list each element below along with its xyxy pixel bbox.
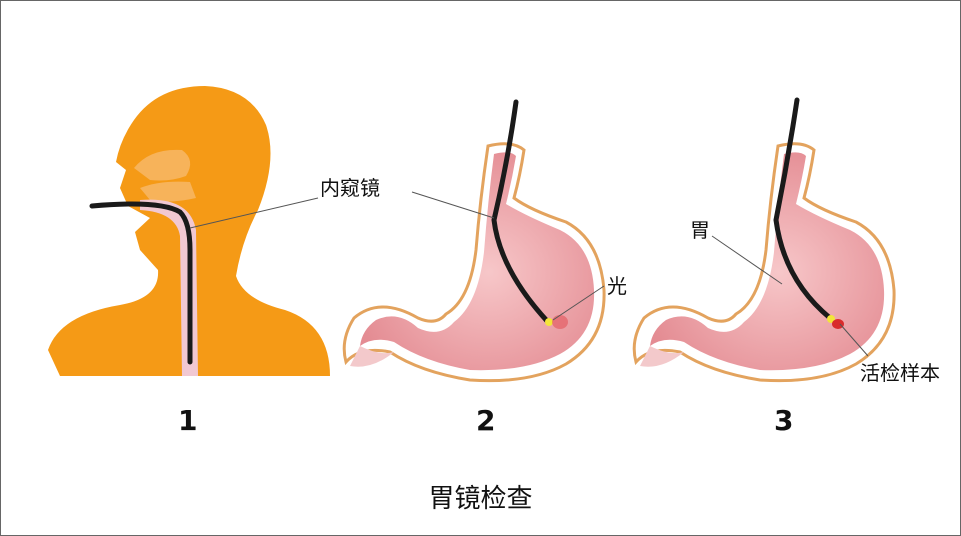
- light-spot: [545, 318, 553, 326]
- light-glow: [552, 315, 568, 329]
- stomach-3: [634, 144, 894, 381]
- step-number-1: 1: [178, 404, 197, 437]
- label-light: 光: [607, 270, 627, 299]
- label-biopsy: 活检样本: [860, 357, 940, 386]
- stomach-2: [344, 144, 604, 381]
- label-stomach: 胃: [690, 214, 710, 243]
- label-endoscope: 内窥镜: [320, 172, 380, 201]
- diagram-caption: 胃镜检查: [0, 478, 961, 515]
- biopsy-spot: [832, 319, 844, 329]
- step-number-2: 2: [476, 404, 495, 437]
- step-number-3: 3: [774, 404, 793, 437]
